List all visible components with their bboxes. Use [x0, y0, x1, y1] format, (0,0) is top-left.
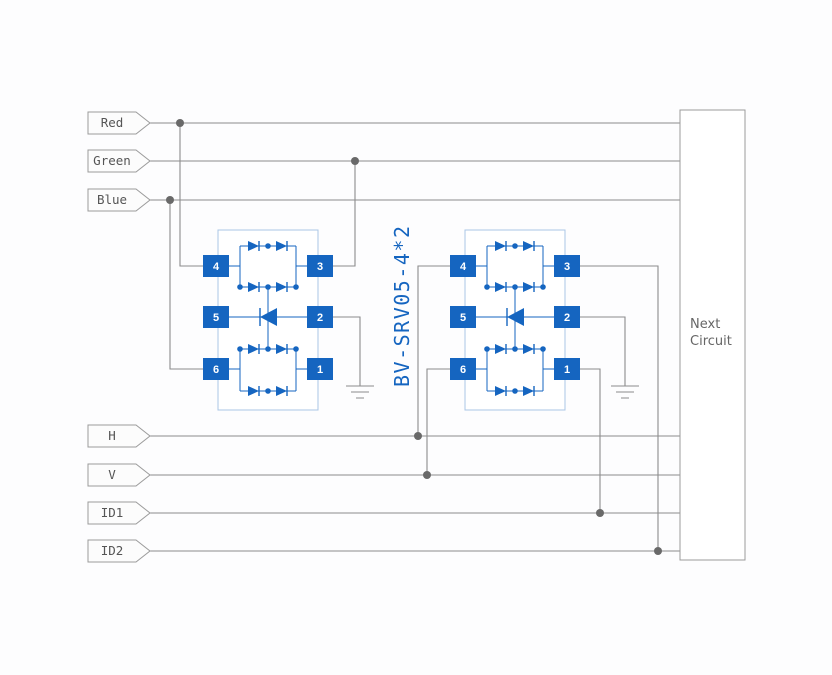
- ic2-pin-5-label: 5: [460, 312, 466, 324]
- v-junction-dot: [423, 471, 431, 479]
- ic2-pin-2: [554, 306, 580, 328]
- ic1-pin-6-label: 6: [213, 364, 219, 376]
- ic1-pin-4-label: 4: [213, 261, 220, 273]
- ic2-pin-2-label: 2: [564, 312, 570, 324]
- ic1-pin-3: [307, 255, 333, 277]
- red-branch-wire: [179, 123, 203, 267]
- v-branch-wire: [426, 368, 450, 475]
- ic1-pin-6: [203, 358, 229, 380]
- ic2: 4 5 6 3 2 1: [450, 229, 580, 411]
- ic1-pin-2: [307, 306, 333, 328]
- signal-id2: [150, 265, 680, 552]
- v-signal-tag: [87, 463, 151, 487]
- id2-signal-label: ID2: [101, 543, 124, 558]
- ground-1: [333, 316, 374, 399]
- ic2-pin-4: [450, 255, 476, 277]
- ground-icon: [611, 385, 639, 399]
- ic2-pin-1-label: 1: [564, 364, 570, 376]
- ground-2: [580, 316, 639, 399]
- signal-blue: [150, 199, 680, 370]
- h-branch-wire: [417, 265, 450, 436]
- ground-1-wire: [333, 316, 361, 386]
- v-signal-label: V: [108, 467, 116, 482]
- blue-junction-dot: [166, 196, 174, 204]
- ic2-pin-5: [450, 306, 476, 328]
- h-junction-dot: [414, 432, 422, 440]
- junction-dots: [166, 119, 662, 555]
- id1-signal-label: ID1: [101, 505, 124, 520]
- next-circuit: Next Circuit: [679, 109, 746, 561]
- blue-signal-label: Blue: [97, 192, 127, 207]
- ic2-pin-1: [554, 358, 580, 380]
- signal-red: [150, 122, 680, 267]
- red-junction-dot: [176, 119, 184, 127]
- blue-signal-tag: [87, 188, 151, 212]
- ic2-pin-4-label: 4: [460, 261, 467, 273]
- green-signal-label: Green: [93, 153, 131, 168]
- id2-branch-wire: [580, 265, 659, 551]
- ic1-pin-4: [203, 255, 229, 277]
- signal-tags: Red Green Blue H V ID1 ID2: [87, 111, 151, 563]
- ic1: 4 5 6 3 2 1: [203, 229, 333, 411]
- green-junction-dot: [351, 157, 359, 165]
- id2-junction-dot: [654, 547, 662, 555]
- h-signal-tag: [87, 424, 151, 448]
- green-branch-wire: [333, 161, 356, 267]
- blue-branch-wire: [169, 200, 203, 370]
- part-number-label: BV-SRV05-4*2: [390, 225, 414, 388]
- ic2-pin-3: [554, 255, 580, 277]
- red-signal-label: Red: [101, 115, 124, 130]
- ic1-pin-5-label: 5: [213, 312, 219, 324]
- ic1-pin-1: [307, 358, 333, 380]
- green-signal-tag: [87, 149, 151, 173]
- id1-branch-wire: [580, 368, 601, 513]
- ic1-pin-2-label: 2: [317, 312, 323, 324]
- ic1-pin-5: [203, 306, 229, 328]
- signal-green: [150, 160, 680, 267]
- ic1-pin-3-label: 3: [317, 261, 323, 273]
- ic1-pin-1-label: 1: [317, 364, 323, 376]
- next-circuit-box: [679, 109, 746, 561]
- id1-junction-dot: [596, 509, 604, 517]
- ic2-pin-6-label: 6: [460, 364, 466, 376]
- id2-signal-tag: [87, 539, 151, 563]
- ground-icon: [346, 385, 374, 399]
- next-circuit-label-line1: Next: [690, 317, 720, 332]
- signal-v: [150, 368, 680, 476]
- ground-2-wire: [580, 316, 626, 386]
- ic2-pin-6: [450, 358, 476, 380]
- signal-id1: [150, 368, 680, 514]
- ic2-pin-3-label: 3: [564, 261, 570, 273]
- next-circuit-label-line2: Circuit: [690, 334, 732, 349]
- h-signal-label: H: [108, 428, 116, 443]
- id1-signal-tag: [87, 501, 151, 525]
- red-signal-tag: [87, 111, 151, 135]
